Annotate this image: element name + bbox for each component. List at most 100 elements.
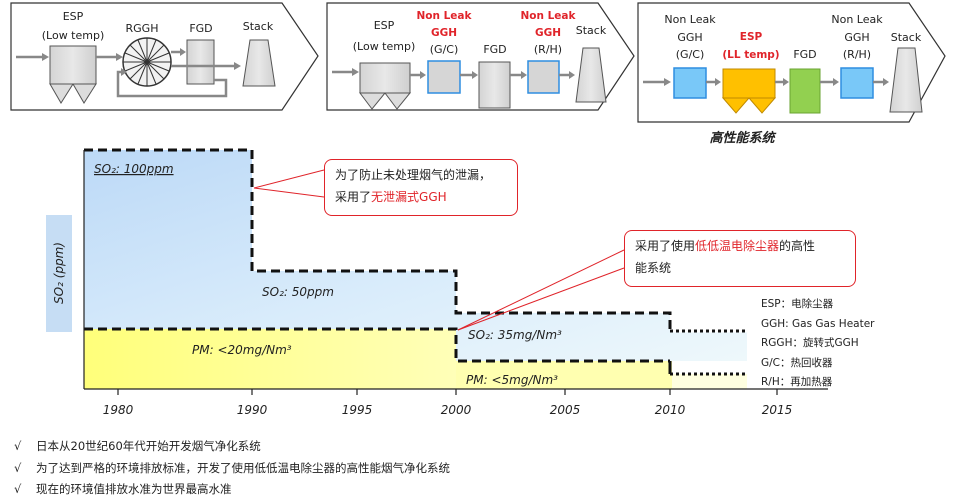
stack-label: Stack bbox=[576, 24, 607, 37]
ggh-gc-sub-label: (G/C) bbox=[430, 43, 459, 56]
arrow-icon bbox=[352, 68, 359, 76]
callout-non-leak-line2: 采用了无泄漏式GGH bbox=[335, 186, 507, 208]
so2-label-35mg: SO₂: 35mg/Nm³ bbox=[468, 328, 562, 342]
callout-non-leak-prefix: 采用了 bbox=[335, 190, 372, 204]
ggh-rh-top-label: Non Leak bbox=[831, 13, 883, 26]
ggh-gc-top-label: Non Leak bbox=[416, 10, 472, 22]
callout-non-leak-highlight: 无泄漏式GGH bbox=[371, 190, 447, 204]
pm-label-20mg: PM: <20mg/Nm³ bbox=[192, 343, 292, 357]
esp-ll-label: ESP bbox=[740, 31, 763, 43]
stack-unit bbox=[575, 47, 607, 103]
pm-label-5mg: PM: <5mg/Nm³ bbox=[466, 373, 558, 387]
so2-label-50ppm: SO₂: 50ppm bbox=[262, 285, 334, 299]
esp-ll-unit bbox=[722, 68, 776, 99]
check-icon: √ bbox=[14, 482, 22, 496]
arrow-icon bbox=[783, 78, 789, 86]
pm-region-2 bbox=[456, 361, 672, 389]
legend-rh: R/H：再加热器 bbox=[761, 376, 833, 389]
callout-non-leak-line1: 为了防止未处理烟气的泄漏， bbox=[335, 168, 492, 182]
process-panel-non-leak: ESP (Low temp) Non Leak GGH (G/C) FGD No… bbox=[326, 2, 635, 111]
pm-region-1 bbox=[84, 329, 456, 389]
check-icon: √ bbox=[14, 439, 22, 453]
callout-ll-esp-suffix: 的高性 bbox=[779, 239, 816, 253]
ylabel: SO₂ (ppm) bbox=[52, 242, 66, 304]
note-text: 现在的环境值排放水准为世界最高水准 bbox=[36, 482, 232, 496]
note-text: 日本从20世纪60年代开始开发烟气净化系统 bbox=[36, 439, 261, 453]
legend-gc: G/C：热回收器 bbox=[761, 356, 833, 369]
ggh-rh-unit bbox=[527, 60, 560, 94]
legend-rggh: RGGH：旋转式GGH bbox=[761, 337, 859, 350]
summary-notes: √ 日本从20世纪60年代开始开发烟气净化系统 √ 为了达到严格的环境排放标准，开发… bbox=[14, 436, 450, 501]
stack-label: Stack bbox=[891, 31, 922, 44]
process-panel-conventional: ESP (Low temp) RGGH FGD Stack bbox=[10, 2, 319, 111]
ggh-rh-mid-label: GGH bbox=[844, 31, 869, 44]
fgd-unit bbox=[186, 39, 215, 85]
esp-unit bbox=[49, 45, 97, 85]
so2-label-100ppm: SO₂: 100ppm bbox=[94, 162, 174, 176]
x-tick-1995: 1995 bbox=[342, 403, 373, 417]
emission-limit-chart: SO₂ (ppm) 1980 1990 1995 bbox=[46, 148, 828, 417]
fgd-label: FGD bbox=[189, 22, 212, 35]
rggh-label: RGGH bbox=[126, 22, 159, 35]
x-tick-2010: 2010 bbox=[655, 403, 686, 417]
ylabel-box bbox=[46, 215, 72, 332]
legend-esp: ESP：电除尘器 bbox=[761, 298, 834, 310]
callout-ll-esp-prefix: 采用了使用 bbox=[635, 239, 696, 253]
ggh-gc-mid-label: GGH bbox=[677, 31, 702, 44]
arrow-icon bbox=[234, 62, 241, 70]
ggh-rh-mid-label: GGH bbox=[535, 27, 561, 39]
ggh-gc-mid-label: GGH bbox=[431, 27, 457, 39]
stack-unit bbox=[889, 47, 923, 113]
x-tick-1990: 1990 bbox=[237, 403, 268, 417]
note-item: √ 现在的环境值排放水准为世界最高水准 bbox=[14, 479, 450, 501]
x-tick-1980: 1980 bbox=[103, 403, 134, 417]
pm-limit-line bbox=[84, 327, 670, 363]
arrow-icon bbox=[180, 48, 186, 56]
check-icon: √ bbox=[14, 460, 22, 475]
x-tick-2005: 2005 bbox=[550, 403, 581, 417]
fgd-unit bbox=[478, 61, 511, 109]
callout-ll-esp: 采用了使用低低温电除尘器的高性 能系统 bbox=[624, 230, 856, 287]
ggh-gc-unit bbox=[673, 67, 707, 99]
ggh-rh-sub-label: (R/H) bbox=[534, 43, 562, 56]
esp-unit bbox=[359, 62, 411, 94]
esp-label: ESP bbox=[63, 10, 84, 23]
ggh-gc-unit bbox=[427, 60, 461, 94]
note-item: √ 为了达到严格的环境排放标准，开发了使用低低温电除尘器的高性能烟气净化系统 bbox=[14, 458, 450, 480]
legend-ggh: GGH: Gas Gas Heater bbox=[761, 317, 875, 330]
arrow-icon bbox=[42, 53, 49, 61]
callout-ll-esp-highlight: 低低温电除尘器 bbox=[695, 239, 780, 253]
ggh-gc-top-label: Non Leak bbox=[664, 13, 716, 26]
note-text: 为了达到严格的环境排放标准，开发了使用低低温电除尘器的高性能烟气净化系统 bbox=[36, 460, 450, 475]
so2-region bbox=[84, 150, 747, 361]
abbreviation-legend: ESP：电除尘器 GGH: Gas Gas Heater RGGH：旋转式GGH… bbox=[761, 295, 875, 393]
ggh-rh-sub-label: (R/H) bbox=[843, 48, 871, 61]
stack-label: Stack bbox=[243, 20, 274, 33]
arrow-icon bbox=[715, 78, 721, 86]
arrow-icon bbox=[121, 68, 127, 76]
arrow-icon bbox=[664, 78, 671, 86]
fgd-unit bbox=[789, 68, 821, 114]
arrow-icon bbox=[420, 71, 426, 79]
esp-sub-label: (Low temp) bbox=[353, 40, 416, 53]
x-tick-2000: 2000 bbox=[441, 403, 472, 417]
arrow-icon bbox=[833, 78, 839, 86]
esp-label: ESP bbox=[374, 19, 395, 32]
fgd-label: FGD bbox=[483, 43, 506, 56]
note-item: √ 日本从20世纪60年代开始开发烟气净化系统 bbox=[14, 436, 450, 458]
process-panel-high-performance: Non Leak GGH (G/C) ESP (LL temp) FGD Non… bbox=[637, 2, 946, 123]
ggh-rh-top-label: Non Leak bbox=[520, 10, 576, 22]
arrow-icon bbox=[883, 78, 889, 86]
arrow-icon bbox=[116, 53, 123, 61]
arrow-icon bbox=[521, 71, 527, 79]
esp-sub-label: (Low temp) bbox=[42, 29, 105, 42]
ggh-gc-sub-label: (G/C) bbox=[676, 48, 705, 61]
rggh-wheel-icon bbox=[122, 37, 172, 87]
callout-ll-esp-line1: 采用了使用低低温电除尘器的高性 bbox=[635, 235, 845, 257]
esp-ll-sub-label: (LL temp) bbox=[722, 49, 779, 61]
fgd-label: FGD bbox=[793, 48, 816, 61]
ggh-rh-unit bbox=[840, 67, 874, 99]
high-performance-caption: 高性能系统 bbox=[709, 130, 776, 146]
so2-limit-line bbox=[84, 148, 747, 333]
